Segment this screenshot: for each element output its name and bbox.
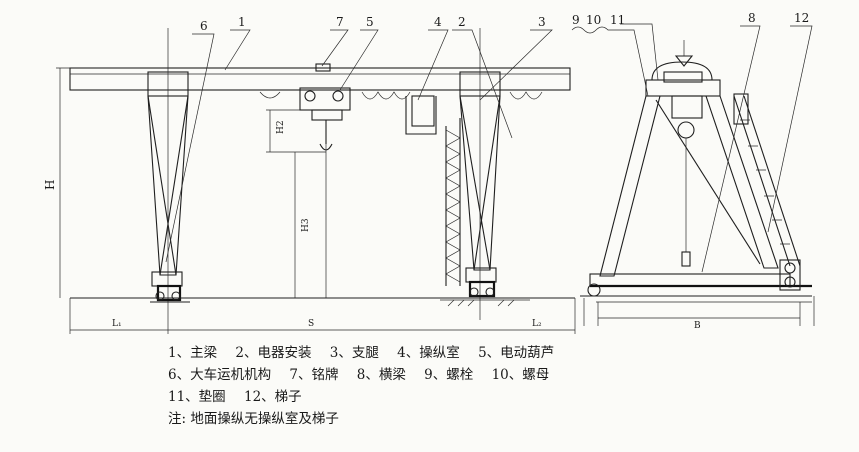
dim-L2: L₂ xyxy=(532,319,542,329)
legend-item: 1、主梁 xyxy=(168,345,218,361)
left-travel-mechanism xyxy=(150,271,190,303)
dim-L1: L₁ xyxy=(112,319,122,329)
label-6: 6 xyxy=(200,19,208,33)
label-10: 10 xyxy=(586,13,601,27)
dim-H: H xyxy=(43,180,57,190)
front-view: 6 1 7 5 4 2 3 H H2 H3 L₁ S L₂ xyxy=(43,15,576,334)
nameplate xyxy=(315,63,331,72)
legend-item: 5、电动葫芦 xyxy=(478,345,555,361)
legend-item: 8、横梁 xyxy=(356,367,406,383)
legend-item: 6、大车运机机构 xyxy=(168,367,272,383)
side-ladder xyxy=(733,93,801,267)
legend-item: 10、螺母 xyxy=(491,367,550,383)
legend-row-1: 1、主梁 2、电器安装 3、支腿 4、操纵室 5、电动葫芦 xyxy=(168,342,568,364)
legend-item: 12、梯子 xyxy=(243,389,302,405)
legend-row-2: 6、大车运机机构 7、铭牌 8、横梁 9、螺栓 10、螺母 xyxy=(168,364,568,386)
legend-item: 4、操纵室 xyxy=(397,345,460,361)
main-girder xyxy=(69,67,571,91)
side-legs xyxy=(599,95,779,277)
parts-legend: 1、主梁 2、电器安装 3、支腿 4、操纵室 5、电动葫芦 6、大车运机机构 7… xyxy=(168,342,568,430)
left-leg xyxy=(147,28,189,310)
legend-row-3: 11、垫圈 12、梯子 xyxy=(168,386,568,408)
right-leg xyxy=(459,28,501,320)
operator-cabin xyxy=(411,95,435,127)
ladder xyxy=(445,118,461,286)
leader-lines xyxy=(165,29,553,263)
label-11: 11 xyxy=(610,13,625,27)
legend-item: 9、螺栓 xyxy=(424,367,474,383)
legend-item: 2、电器安装 xyxy=(235,345,312,361)
dim-B: B xyxy=(694,321,701,331)
legend-item: 3、支腿 xyxy=(329,345,379,361)
legend-item: 7、铭牌 xyxy=(289,367,339,383)
label-2a: 2 xyxy=(458,15,466,29)
side-leader-lines xyxy=(571,23,813,273)
cross-beam xyxy=(589,273,791,287)
dim-S: S xyxy=(308,319,314,329)
label-1: 1 xyxy=(238,15,246,29)
label-4: 4 xyxy=(434,15,442,29)
dim-H3: H3 xyxy=(301,218,311,232)
label-12: 12 xyxy=(794,11,809,25)
legend-note: 注: 地面操纵无操纵室及梯子 xyxy=(168,411,339,427)
dim-H2: H2 xyxy=(276,120,286,134)
label-5: 5 xyxy=(366,15,374,29)
legend-item: 11、垫圈 xyxy=(168,389,226,405)
label-8: 8 xyxy=(748,11,756,25)
electric-hoist xyxy=(299,87,351,298)
label-9: 9 xyxy=(572,13,580,27)
label-3: 3 xyxy=(538,15,546,29)
dimension-lines xyxy=(56,67,576,334)
side-view: 9 10 11 8 12 B xyxy=(571,11,815,331)
label-7: 7 xyxy=(336,15,344,29)
